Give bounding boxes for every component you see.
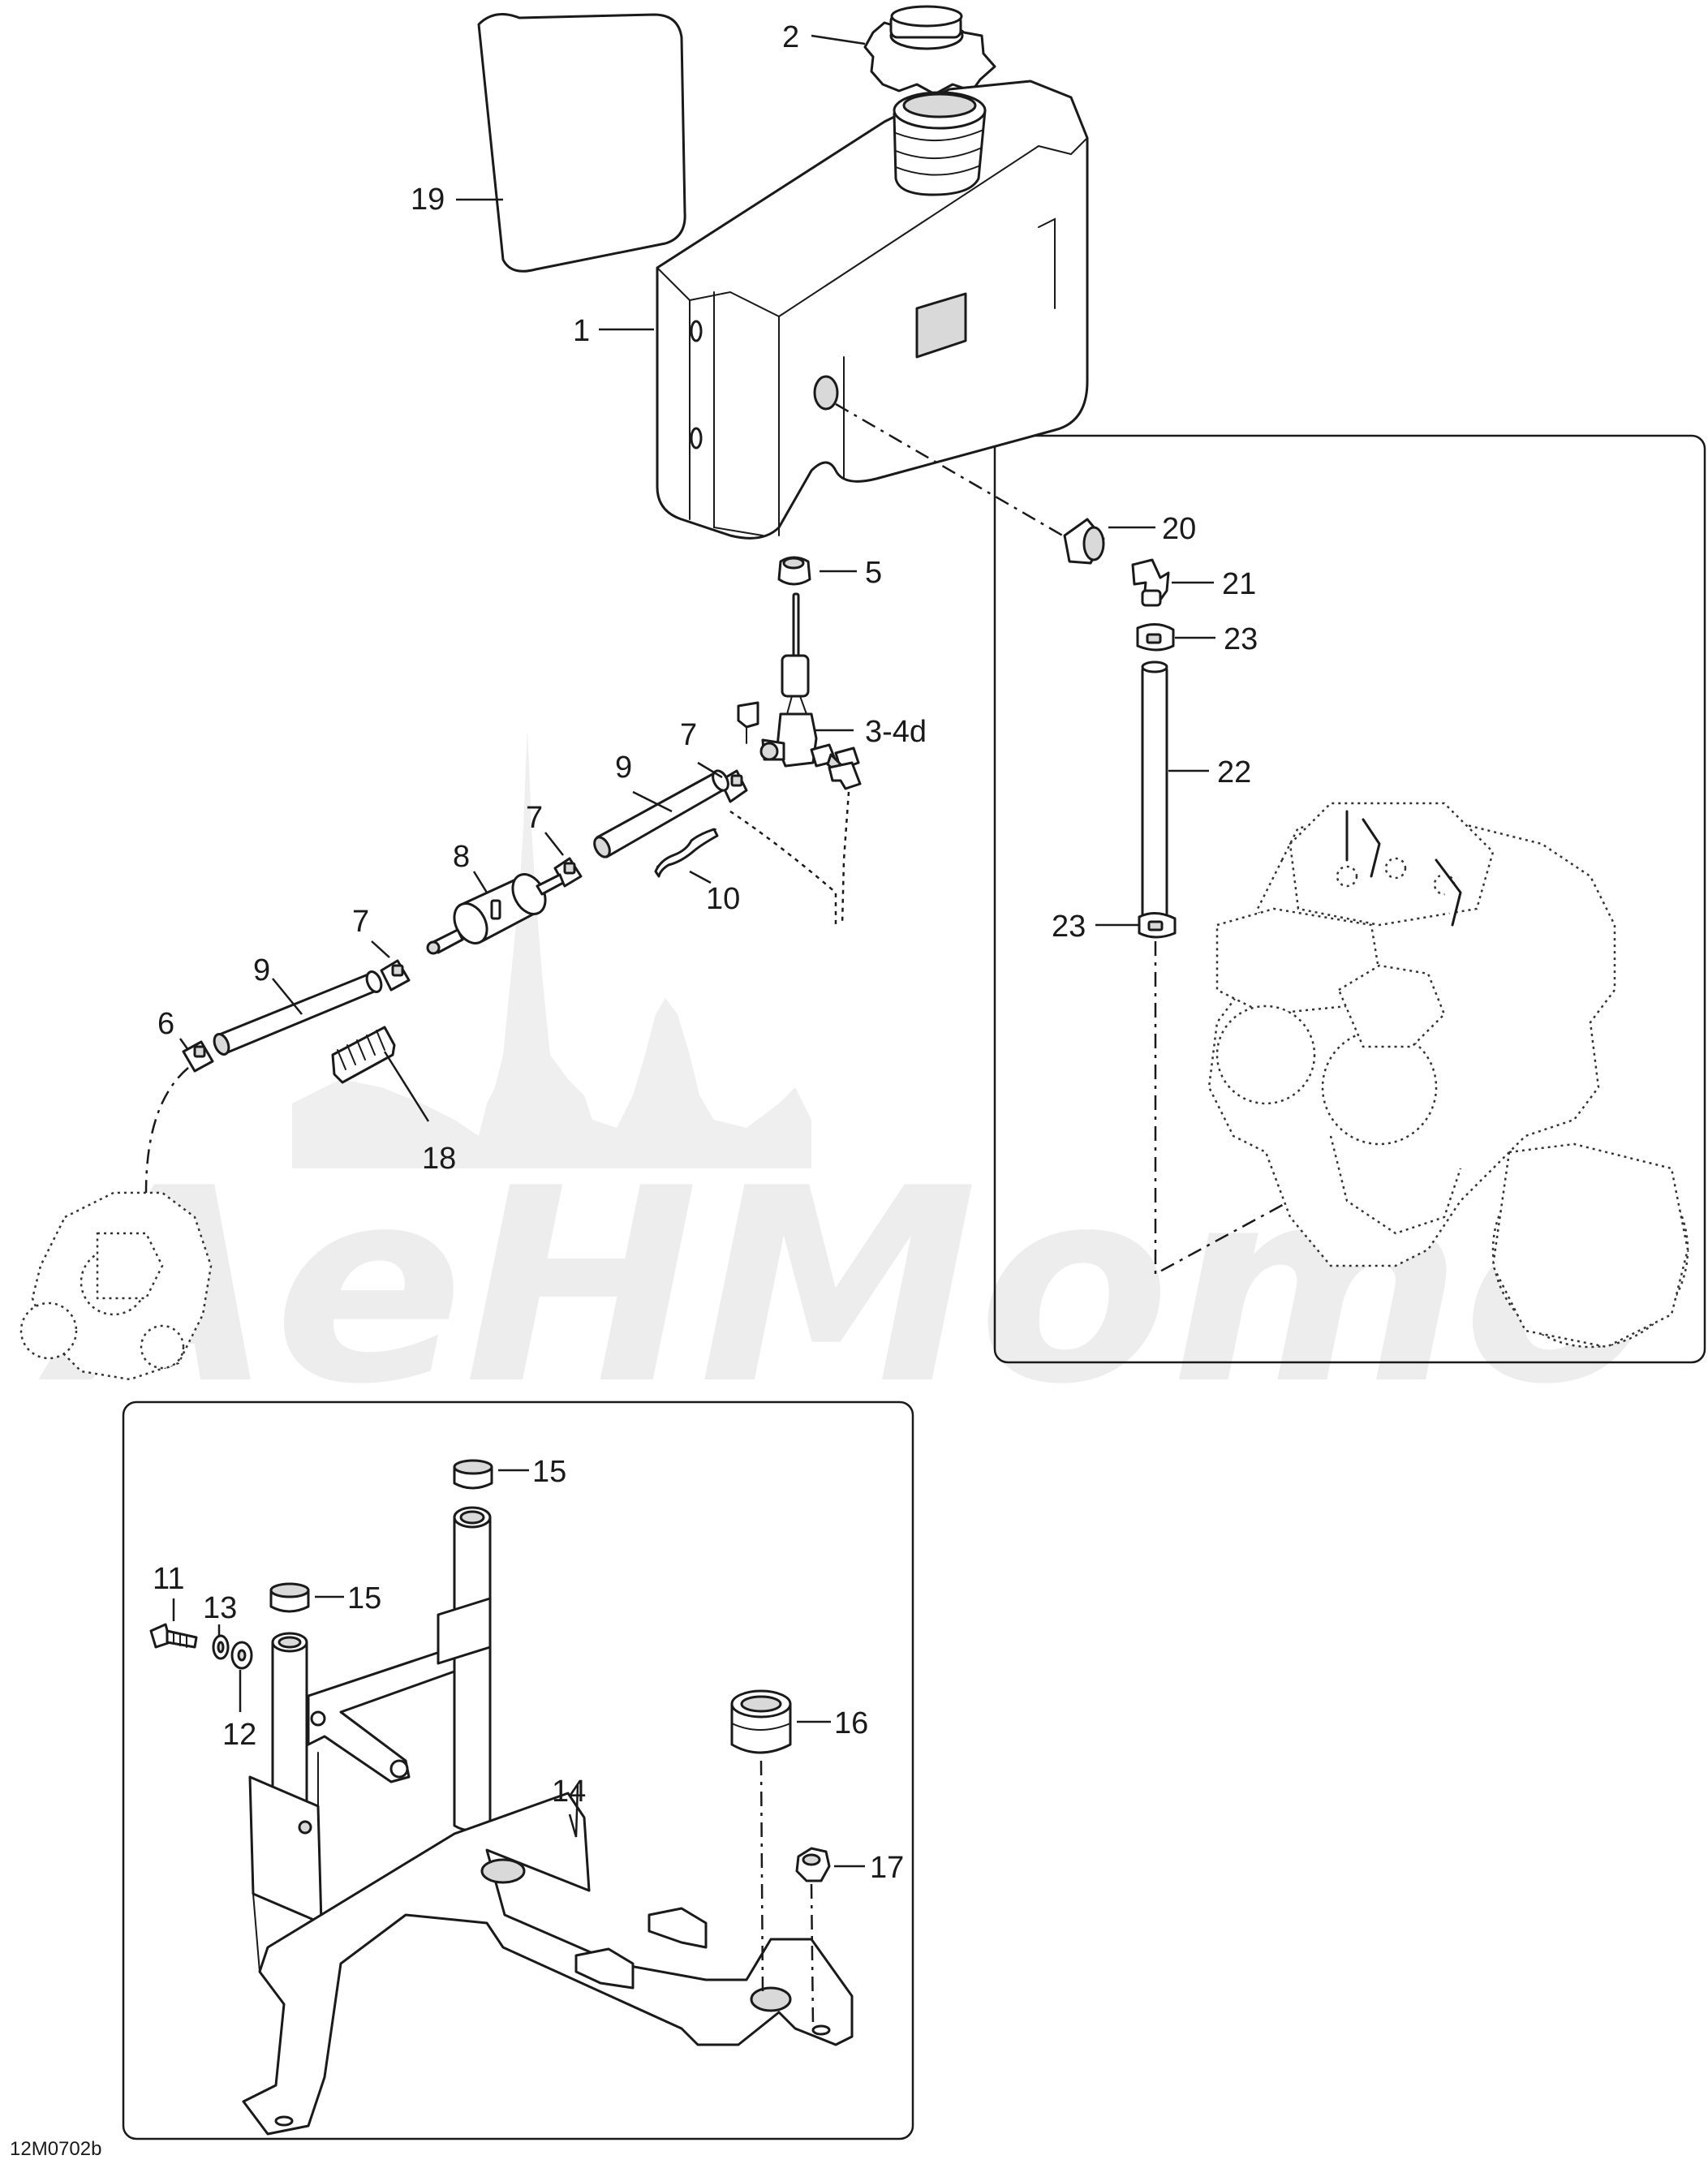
tube-cap-left-part (269, 1582, 310, 1613)
fuel-line-lower-part (213, 970, 383, 1056)
fitting-part (1131, 558, 1170, 607)
callout-8: 8 (453, 840, 470, 874)
fuel-filter-part (426, 873, 565, 955)
callout-7-lower: 7 (352, 905, 369, 939)
tube-cap-top-part (453, 1459, 493, 1490)
nut-part (795, 1847, 831, 1882)
carburetor-outline (19, 1191, 213, 1381)
clamp-top-right-part (1136, 623, 1175, 652)
callout-16: 16 (834, 1706, 868, 1740)
assembly-line-to-carburetor (144, 1067, 189, 1194)
callout-15-top: 15 (532, 1455, 566, 1489)
assembly-line-grommet-to-base (759, 1760, 764, 1992)
assembly-line-tank-to-grommet (835, 402, 1072, 542)
assembly-line-hose-to-engine (1154, 941, 1291, 1276)
engine-outline (1207, 802, 1689, 1349)
assembly-line-nut-to-base (810, 1883, 815, 2028)
callout-19: 19 (411, 183, 445, 217)
callout-6: 6 (157, 1007, 174, 1041)
clamp-bottom-right-part (1138, 912, 1177, 939)
callout-17: 17 (870, 1851, 904, 1885)
leader-lines (172, 34, 1215, 1868)
callout-labels: 2 19 1 5 20 21 23 22 23 3-4d 7 9 10 7 8 … (153, 20, 1258, 1885)
vent-line-dotted-right (841, 791, 850, 926)
callout-9-lower: 9 (253, 953, 270, 987)
decal-part (477, 13, 686, 273)
grommet-part (1063, 518, 1105, 565)
callout-1: 1 (573, 314, 590, 348)
vent-line-dotted-left (729, 810, 837, 925)
callout-7-valve: 7 (680, 718, 697, 752)
clamp-carburetor-part (182, 1040, 214, 1073)
callout-11: 11 (153, 1562, 184, 1596)
bracket-detail-frame (122, 1400, 914, 2140)
callout-23-top: 23 (1224, 622, 1258, 656)
callout-20: 20 (1162, 512, 1196, 546)
callout-14: 14 (552, 1775, 586, 1809)
callout-21: 21 (1222, 567, 1256, 601)
fuel-valve-part (737, 592, 862, 790)
clamp-lower-part (380, 959, 411, 992)
callout-3-4d: 3-4d (865, 715, 927, 749)
callout-10: 10 (706, 882, 740, 916)
callout-23-bottom: 23 (1052, 910, 1086, 944)
callout-12: 12 (222, 1718, 256, 1752)
callout-13: 13 (203, 1591, 237, 1625)
callout-18: 18 (422, 1142, 456, 1176)
callout-15-left: 15 (347, 1581, 381, 1615)
callout-9-upper: 9 (615, 751, 632, 785)
flat-washer-part (230, 1641, 253, 1670)
tank-outlet-grommet-part (777, 556, 811, 586)
bracket-grommet-part (730, 1689, 792, 1754)
vent-hose-part (1141, 660, 1168, 920)
callout-7-filter: 7 (526, 801, 543, 835)
fuel-line-upper-part (593, 769, 729, 858)
spring-upper-part (654, 828, 719, 878)
watermark-castle-icon (292, 730, 811, 1168)
drawing-code-label: 12M0702b (10, 2138, 101, 2160)
callout-2: 2 (782, 20, 799, 54)
engine-detail-frame (993, 434, 1706, 1364)
callout-5: 5 (865, 556, 882, 590)
callout-22: 22 (1217, 755, 1251, 789)
fuel-cap-part (863, 5, 996, 96)
bolt-part (149, 1623, 198, 1649)
mounting-bracket-part (242, 1506, 854, 2136)
lock-washer-part (212, 1634, 230, 1660)
spring-lower-part (331, 1026, 396, 1084)
fuel-tank-part (656, 80, 1089, 540)
